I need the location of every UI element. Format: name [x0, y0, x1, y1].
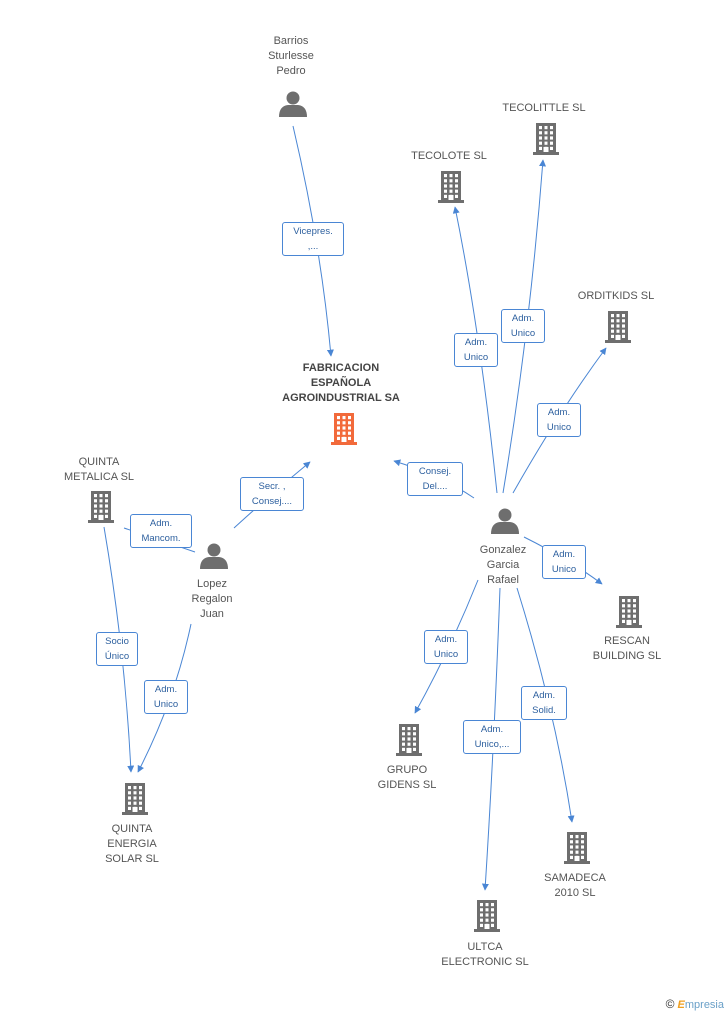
building-icon-orditkids[interactable] — [605, 311, 631, 343]
building-icon-quinta-metalica[interactable] — [88, 491, 114, 523]
node-label-lopez[interactable]: Lopez Regalon Juan — [191, 578, 233, 620]
edge-label-gonzalez-ultca[interactable]: Adm. Unico,... — [463, 720, 521, 754]
edge-label-gonzalez-fabricacion[interactable]: Consej. Del.... — [407, 462, 463, 496]
building-icon-rescan[interactable] — [616, 596, 642, 628]
person-icon-barrios[interactable] — [279, 91, 307, 118]
edge-label-gonzalez-samadeca[interactable]: Adm. Solid. — [521, 686, 567, 720]
building-icon-ultca[interactable] — [474, 900, 500, 932]
building-icon-quinta-energia[interactable] — [122, 783, 148, 815]
node-label-tecolote[interactable]: TECOLOTE SL — [411, 150, 487, 162]
building-icon-fabricacion[interactable] — [331, 413, 357, 445]
brand-name: mpresia — [684, 999, 724, 1011]
copyright-symbol: © — [665, 997, 675, 1011]
edge-label-gonzalez-tecolittle[interactable]: Adm. Unico — [501, 309, 545, 343]
edge-label-lopez-quinta-metalica[interactable]: Adm. Mancom. — [130, 514, 192, 548]
node-label-grupo-gidens[interactable]: GRUPO GIDENS SL — [377, 764, 437, 791]
edge-label-lopez-fabricacion[interactable]: Secr. , Consej.... — [240, 477, 304, 511]
node-label-fabricacion[interactable]: FABRICACION ESPAÑOLA AGROINDUSTRIAL SA — [282, 362, 400, 404]
edge-label-quinta-metalica-quinta-energia[interactable]: Socio Único — [96, 632, 138, 666]
person-icon-lopez[interactable] — [200, 543, 228, 570]
person-icon-gonzalez[interactable] — [491, 508, 519, 535]
edge-label-barrios-fabricacion[interactable]: Vicepres. ,... — [282, 222, 344, 256]
node-label-gonzalez[interactable]: Gonzalez Garcia Rafael — [479, 544, 527, 586]
building-icon-grupo-gidens[interactable] — [396, 724, 422, 756]
building-icon-samadeca[interactable] — [564, 832, 590, 864]
brand-initial: E — [677, 999, 685, 1011]
edge-label-gonzalez-rescan[interactable]: Adm. Unico — [542, 545, 586, 579]
edge-label-lopez-quinta-energia[interactable]: Adm. Unico — [144, 680, 188, 714]
edge-label-gonzalez-tecolote[interactable]: Adm. Unico — [454, 333, 498, 367]
node-label-orditkids[interactable]: ORDITKIDS SL — [577, 290, 655, 302]
building-icon-tecolittle[interactable] — [533, 123, 559, 155]
copyright-footer: © Empresia — [666, 997, 724, 1011]
node-label-tecolittle[interactable]: TECOLITTLE SL — [502, 102, 586, 114]
edge-label-gonzalez-orditkids[interactable]: Adm. Unico — [537, 403, 581, 437]
node-label-quinta-metalica[interactable]: QUINTA METALICA SL — [63, 456, 135, 483]
node-label-quinta-energia[interactable]: QUINTA ENERGIA SOLAR SL — [105, 823, 159, 865]
building-icon-tecolote[interactable] — [438, 171, 464, 203]
edge-label-gonzalez-grupo-gidens[interactable]: Adm. Unico — [424, 630, 468, 664]
node-label-ultca[interactable]: ULTCA ELECTRONIC SL — [441, 941, 529, 968]
node-label-samadeca[interactable]: SAMADECA 2010 SL — [544, 872, 606, 899]
node-label-rescan[interactable]: RESCAN BUILDING SL — [592, 635, 662, 662]
node-label-barrios[interactable]: Barrios Sturlesse Pedro — [268, 35, 314, 77]
